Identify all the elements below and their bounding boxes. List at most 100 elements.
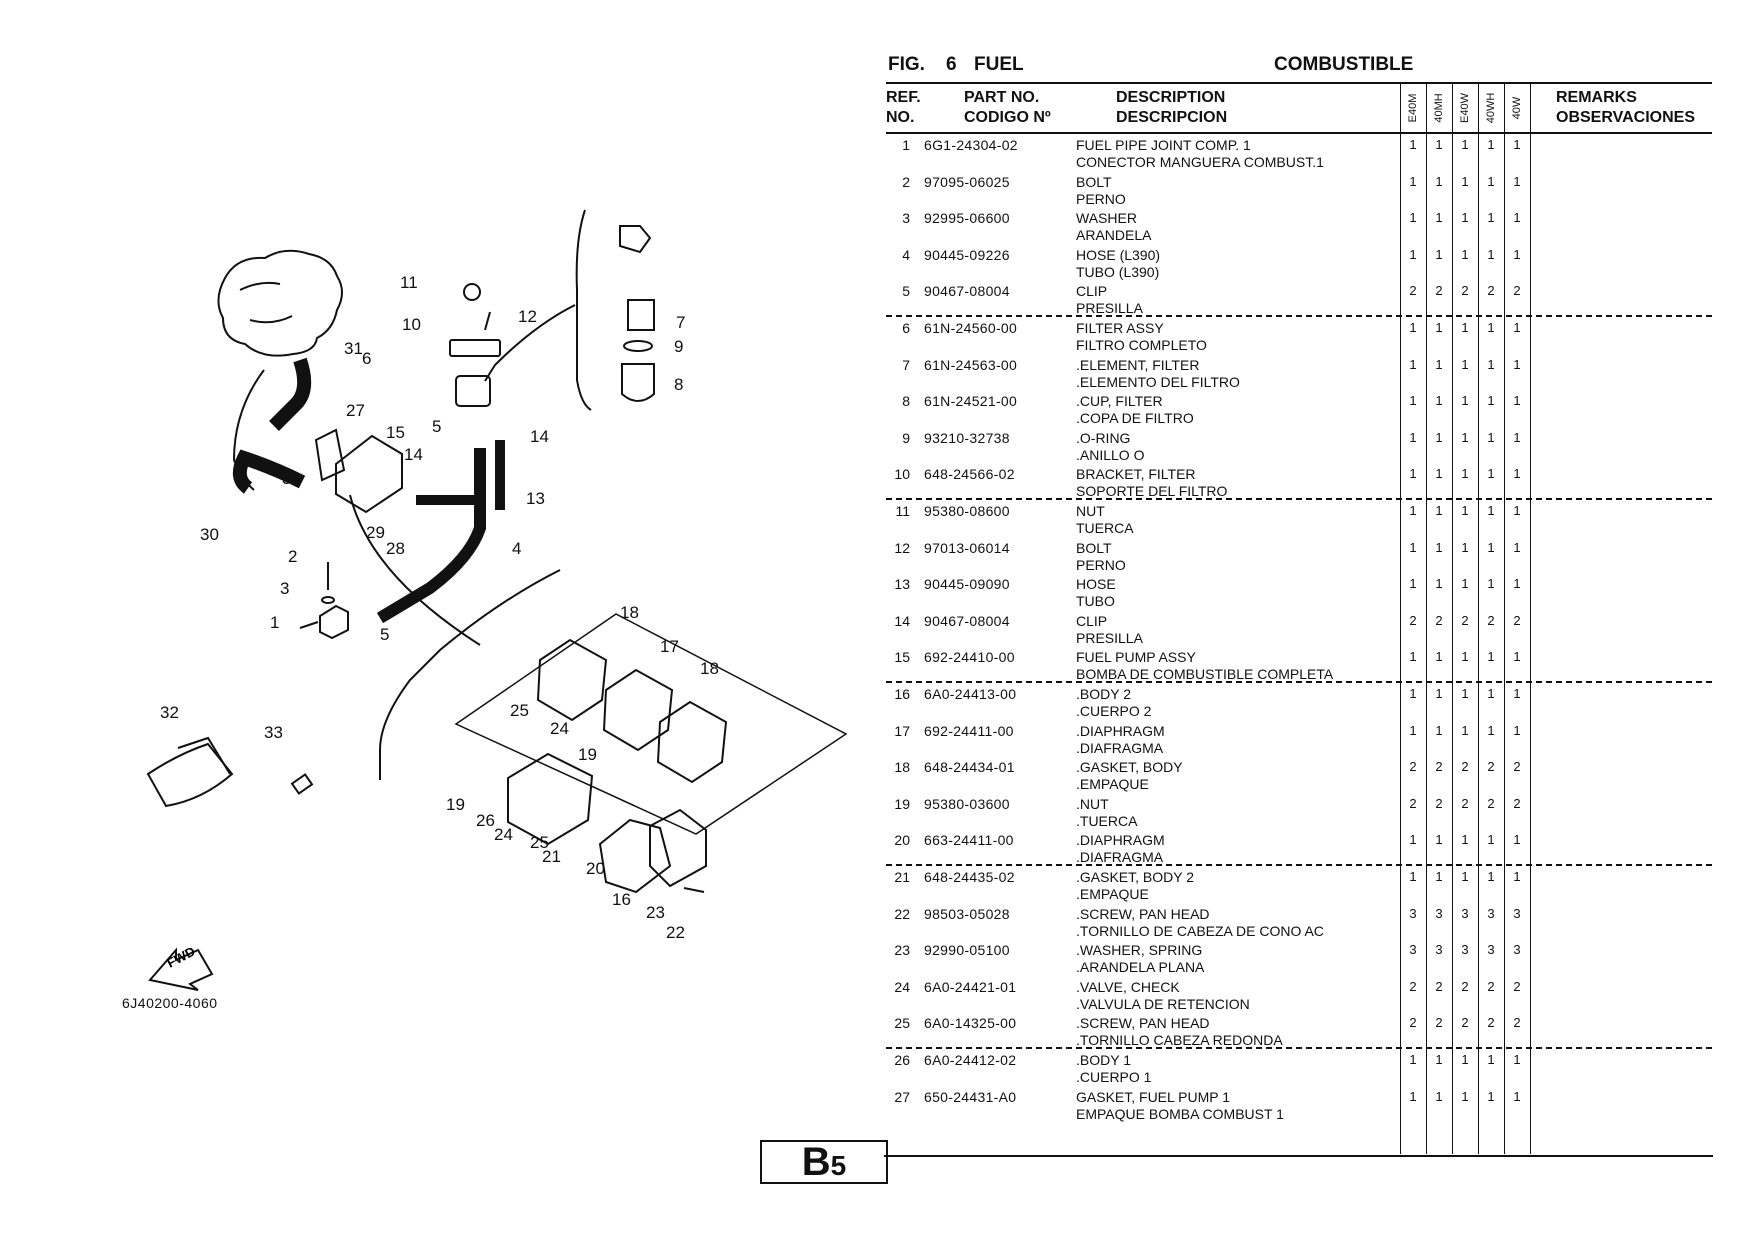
callout-number: 24	[494, 825, 513, 844]
description-en: GASKET, FUEL PUMP 1	[1076, 1088, 1231, 1105]
part-number: 650-24431-A0	[924, 1088, 1017, 1105]
description-en: .NUT	[1076, 795, 1109, 812]
quantity: 2	[1409, 612, 1417, 628]
callout-number: 30	[200, 525, 219, 544]
quantity: 1	[1435, 832, 1443, 848]
quantity: 1	[1409, 393, 1417, 409]
description-es: .VALVULA DE RETENCION	[1076, 995, 1250, 1012]
callout-number: 14	[404, 445, 423, 464]
ref-number: 22	[894, 905, 910, 922]
callout-number: 10	[402, 315, 421, 334]
callout-number: 33	[264, 723, 283, 742]
part-number: 663-24411-00	[924, 832, 1014, 849]
description-es: .ARANDELA PLANA	[1076, 959, 1205, 976]
description-es: CONECTOR MANGUERA COMBUST.1	[1076, 154, 1324, 170]
description-es: ARANDELA	[1076, 227, 1152, 244]
quantity: 2	[1435, 978, 1443, 994]
quantity: 1	[1487, 137, 1495, 152]
diagram-code: 6J40200-4060	[122, 995, 218, 1011]
quantity: 2	[1435, 795, 1443, 811]
quantity: 1	[1461, 869, 1469, 884]
callout-number: 23	[646, 903, 665, 922]
callout-number: 15	[386, 423, 405, 442]
quantity: 1	[1409, 429, 1417, 445]
ref-number: 19	[894, 795, 910, 812]
quantity: 1	[1513, 210, 1521, 226]
callout-number: 31	[282, 469, 301, 488]
description-es: TUBO	[1076, 593, 1115, 610]
part-number: 61N-24563-00	[924, 356, 1018, 373]
quantity: 3	[1513, 905, 1521, 921]
description-es: PERNO	[1076, 556, 1126, 573]
quantity: 1	[1461, 832, 1469, 848]
quantity: 1	[1487, 722, 1495, 738]
ref-number: 3	[902, 210, 910, 227]
callout-number: 8	[674, 375, 683, 394]
description-es: PERNO	[1076, 190, 1126, 207]
description-en: FUEL PUMP ASSY	[1076, 649, 1196, 666]
quantity: 1	[1461, 356, 1469, 372]
quantity: 2	[1461, 612, 1469, 628]
description-es: .TUERCA	[1076, 812, 1138, 829]
description-es: TUBO (L390)	[1076, 263, 1160, 280]
quantity: 2	[1487, 978, 1495, 994]
quantity: 1	[1435, 429, 1443, 445]
callout-number: 2	[288, 547, 297, 566]
quantity: 2	[1461, 283, 1469, 299]
callout-number: 28	[386, 539, 405, 558]
quantity: 1	[1409, 832, 1417, 848]
description-en: HOSE	[1076, 576, 1116, 593]
callout-number: 9	[674, 337, 683, 356]
callout-number: 18	[700, 659, 719, 678]
hose-4	[376, 448, 486, 624]
callout-number: 26	[476, 811, 495, 830]
quantity: 1	[1409, 137, 1417, 152]
part-number: 90445-09226	[924, 246, 1010, 263]
description-es: .CUERPO 1	[1076, 1069, 1152, 1085]
quantity: 1	[1461, 576, 1469, 592]
description-en: .O-RING	[1076, 429, 1131, 446]
quantity: 1	[1461, 173, 1469, 189]
quantity: 1	[1435, 649, 1443, 665]
ref-number: 11	[895, 503, 910, 519]
part-number: 97013-06014	[924, 539, 1010, 556]
quantity: 1	[1513, 686, 1521, 701]
quantity: 2	[1461, 1015, 1469, 1031]
description-es: .EMPAQUE	[1076, 886, 1149, 902]
description-en: NUT	[1076, 503, 1105, 519]
description-en: BOLT	[1076, 173, 1112, 190]
callout-number: 18	[620, 603, 639, 622]
quantity: 1	[1409, 869, 1417, 884]
model-header: 40W	[1511, 96, 1523, 120]
quantity: 1	[1435, 356, 1443, 372]
callout-number: 19	[578, 745, 597, 764]
fwd-label: FWD	[164, 944, 197, 971]
description-es: .CUERPO 2	[1076, 703, 1152, 719]
quantity: 2	[1435, 283, 1443, 299]
callout-number: 25	[510, 701, 529, 720]
quantity: 2	[1409, 759, 1417, 775]
quantity: 1	[1487, 576, 1495, 592]
quantity: 1	[1487, 320, 1495, 335]
ref-number: 16	[894, 686, 910, 702]
engine-outline	[217, 249, 343, 357]
ref-number: 15	[894, 649, 910, 666]
part-number: 95380-08600	[924, 503, 1010, 519]
description-es: .TORNILLO DE CABEZA DE CONO AC	[1076, 922, 1324, 939]
quantity: 1	[1409, 649, 1417, 665]
quantity: 1	[1487, 356, 1495, 372]
fig-title-es: COMBUSTIBLE	[1274, 54, 1414, 75]
quantity: 2	[1409, 283, 1417, 299]
part-number: 90467-08004	[924, 612, 1010, 629]
description-en: .BODY 1	[1076, 1052, 1131, 1068]
quantity: 1	[1409, 686, 1417, 701]
quantity: 1	[1487, 429, 1495, 445]
quantity: 1	[1461, 210, 1469, 226]
